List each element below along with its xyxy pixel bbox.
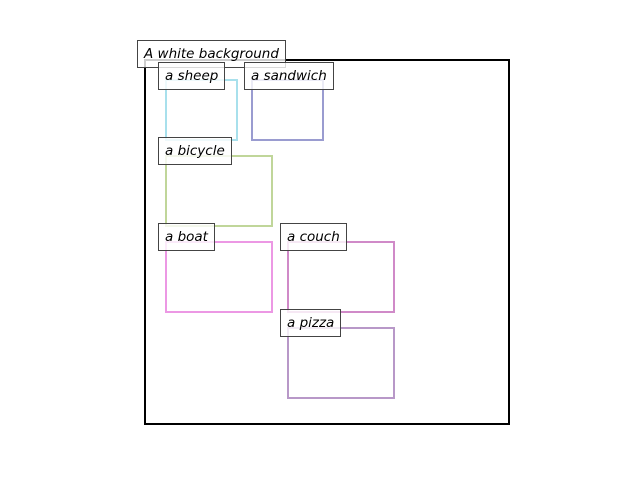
couch-label: a couch (280, 223, 347, 251)
couch-box (287, 241, 395, 313)
boat-label: a boat (158, 223, 215, 251)
bicycle-label: a bicycle (158, 137, 232, 165)
sheep-label: a sheep (158, 62, 226, 90)
bicycle-box (165, 155, 273, 227)
pizza-box (287, 327, 395, 399)
boat-box (165, 241, 273, 313)
background-caption: A white background (137, 40, 286, 68)
background-frame (144, 59, 510, 425)
pizza-label: a pizza (280, 309, 342, 337)
sandwich-label: a sandwich (244, 62, 334, 90)
